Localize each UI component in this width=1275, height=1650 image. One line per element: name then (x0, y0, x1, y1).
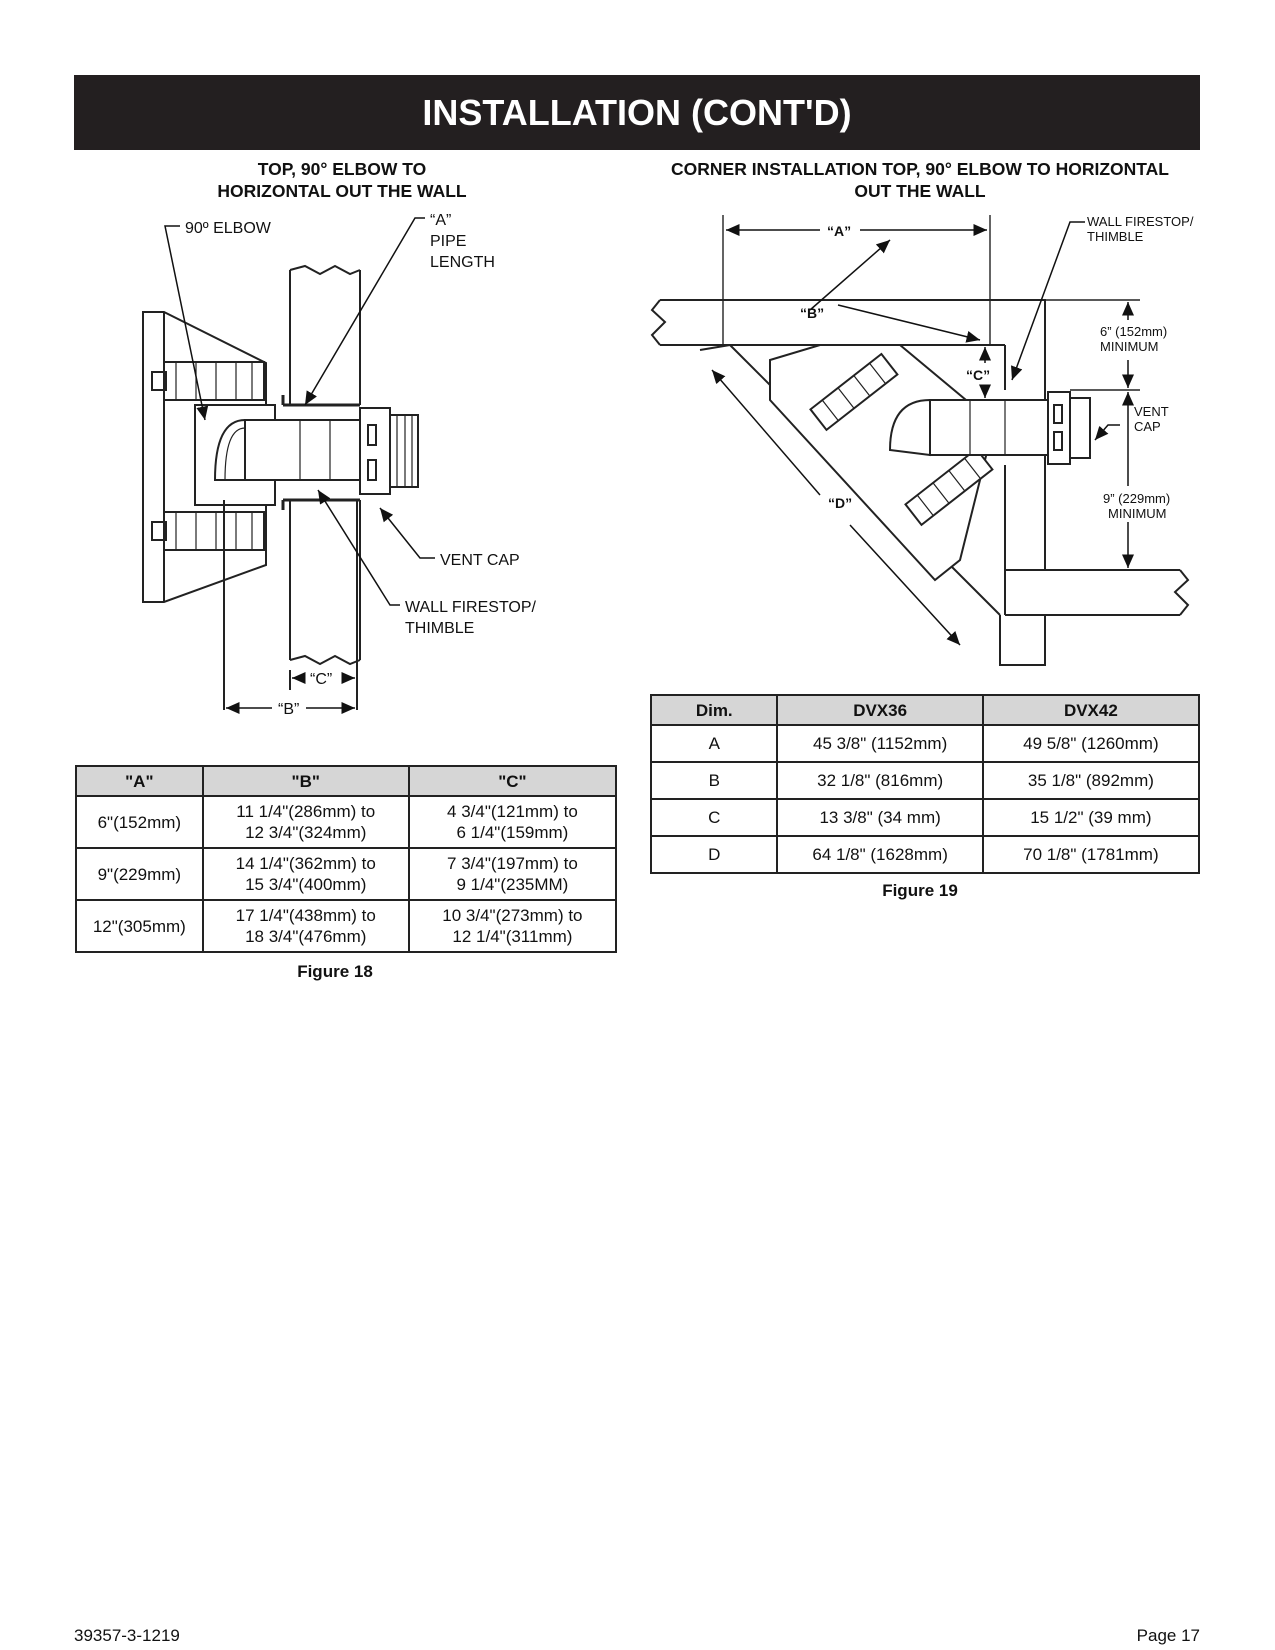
figure18-title-line2: HORIZONTAL OUT THE WALL (217, 181, 467, 201)
label-dim-a: “A” (827, 223, 851, 239)
cell-dvx42: 49 5/8" (1260mm) (981, 724, 1201, 763)
label-a-line2: PIPE (430, 233, 466, 250)
figure19-diagram: “A” “B” “C” “D” WALL FIRESTOP/ THIMBLE 6… (650, 214, 1194, 666)
figure19-title-line1: CORNER INSTALLATION TOP, 90° ELBOW TO HO… (671, 159, 1169, 179)
col-header-b: "B" (201, 765, 410, 797)
table-row: B 32 1/8" (816mm) 35 1/8" (892mm) (649, 761, 1201, 800)
label-vent-line1: VENT (1134, 404, 1169, 419)
label-a-line1: “A” (430, 212, 451, 229)
cell-b-line2: 12 3/4"(324mm) (245, 823, 367, 842)
label-vent-line2: CAP (1134, 419, 1161, 434)
page-number: Page 17 (1136, 1626, 1200, 1645)
label-firestop-line1: WALL FIRESTOP/ (405, 599, 537, 616)
label-firestop-line1: WALL FIRESTOP/ (1087, 214, 1194, 229)
cell-c-line2: 9 1/4"(235MM) (456, 875, 569, 894)
cell-c-line1: 7 3/4"(197mm) to (447, 854, 578, 873)
table-row: D 64 1/8" (1628mm) 70 1/8" (1781mm) (649, 835, 1201, 874)
col-header-c: "C" (407, 765, 618, 797)
cell-dvx42: 70 1/8" (1781mm) (981, 835, 1201, 874)
cell-dvx42: 15 1/2" (39 mm) (981, 798, 1201, 837)
figure18-title: TOP, 90° ELBOW TO HORIZONTAL OUT THE WAL… (74, 158, 610, 202)
label-vent-cap: VENT CAP (440, 552, 520, 569)
figure19-title-line2: OUT THE WALL (854, 181, 986, 201)
col-header-dvx42: DVX42 (981, 694, 1201, 726)
cell-c: 4 3/4"(121mm) to 6 1/4"(159mm) (407, 795, 618, 849)
label-dim-b: “B” (800, 305, 824, 321)
cell-a: 6"(152mm) (75, 795, 204, 849)
table-header-row: Dim. DVX36 DVX42 (649, 694, 1201, 726)
col-header-dvx36: DVX36 (776, 694, 984, 726)
label-dim-d: “D” (828, 495, 852, 511)
cell-dim: D (649, 835, 779, 874)
cell-dvx36: 13 3/8" (34 mm) (776, 798, 984, 837)
label-min6-line1: 6” (152mm) (1100, 324, 1167, 339)
col-header-a: "A" (75, 765, 204, 797)
cell-dvx42: 35 1/8" (892mm) (981, 761, 1201, 800)
label-a-line3: LENGTH (430, 254, 495, 271)
label-dim-c: “C” (966, 367, 990, 383)
cell-b-line1: 14 1/4"(362mm) to (235, 854, 376, 873)
cell-c-line2: 6 1/4"(159mm) (456, 823, 569, 842)
label-min6-line2: MINIMUM (1100, 339, 1159, 354)
label-dim-c: “C” (310, 671, 332, 688)
cell-dim: B (649, 761, 779, 800)
figure19-title: CORNER INSTALLATION TOP, 90° ELBOW TO HO… (640, 158, 1200, 202)
table-row: C 13 3/8" (34 mm) 15 1/2" (39 mm) (649, 798, 1201, 837)
cell-c-line1: 4 3/4"(121mm) to (447, 802, 578, 821)
doc-number: 39357-3-1219 (74, 1626, 180, 1645)
label-firestop-line2: THIMBLE (405, 620, 474, 637)
table-row: 12"(305mm) 17 1/4"(438mm) to 18 3/4"(476m… (75, 899, 618, 953)
table-header-row: "A" "B" "C" (75, 765, 618, 797)
cell-dvx36: 45 3/8" (1152mm) (776, 724, 984, 763)
label-min9-line1: 9” (229mm) (1103, 491, 1170, 506)
label-dim-b: “B” (278, 701, 299, 718)
col-header-dim: Dim. (649, 694, 779, 726)
figure19-caption: Figure 19 (882, 881, 958, 900)
cell-a: 9"(229mm) (75, 847, 204, 901)
cell-b: 17 1/4"(438mm) to 18 3/4"(476mm) (201, 899, 410, 953)
cell-b: 14 1/4"(362mm) to 15 3/4"(400mm) (201, 847, 410, 901)
cell-dim: C (649, 798, 779, 837)
cell-b-line2: 15 3/4"(400mm) (245, 875, 367, 894)
label-firestop-line2: THIMBLE (1087, 229, 1144, 244)
cell-b-line2: 18 3/4"(476mm) (245, 927, 367, 946)
page-header: INSTALLATION (CONT'D) (74, 75, 1200, 150)
label-min9-line2: MINIMUM (1108, 506, 1167, 521)
figure18-caption: Figure 18 (297, 962, 373, 981)
table-row: 9"(229mm) 14 1/4"(362mm) to 15 3/4"(400mm… (75, 847, 618, 901)
cell-dvx36: 64 1/8" (1628mm) (776, 835, 984, 874)
cell-b-line1: 17 1/4"(438mm) to (235, 906, 376, 925)
cell-c-line2: 12 1/4"(311mm) (452, 927, 573, 946)
cell-c-line1: 10 3/4"(273mm) to (442, 906, 583, 925)
page-title: INSTALLATION (CONT'D) (422, 91, 852, 133)
figure18-diagram: 90º ELBOW “A” PIPE LENGTH VENT CAP WALL … (142, 212, 537, 718)
cell-c: 7 3/4"(197mm) to 9 1/4"(235MM) (407, 847, 618, 901)
table-row: 6"(152mm) 11 1/4"(286mm) to 12 3/4"(324mm… (75, 795, 618, 849)
cell-dim: A (649, 724, 779, 763)
cell-c: 10 3/4"(273mm) to 12 1/4"(311mm) (407, 899, 618, 953)
cell-a: 12"(305mm) (75, 899, 204, 953)
figure19-table: Dim. DVX36 DVX42 A 45 3/8" (1152mm) 49 5… (649, 694, 1201, 874)
label-90-elbow: 90º ELBOW (185, 220, 272, 237)
cell-dvx36: 32 1/8" (816mm) (776, 761, 984, 800)
cell-b: 11 1/4"(286mm) to 12 3/4"(324mm) (201, 795, 410, 849)
cell-b-line1: 11 1/4"(286mm) to (236, 802, 376, 821)
figure18-title-line1: TOP, 90° ELBOW TO (257, 159, 427, 179)
table-row: A 45 3/8" (1152mm) 49 5/8" (1260mm) (649, 724, 1201, 763)
